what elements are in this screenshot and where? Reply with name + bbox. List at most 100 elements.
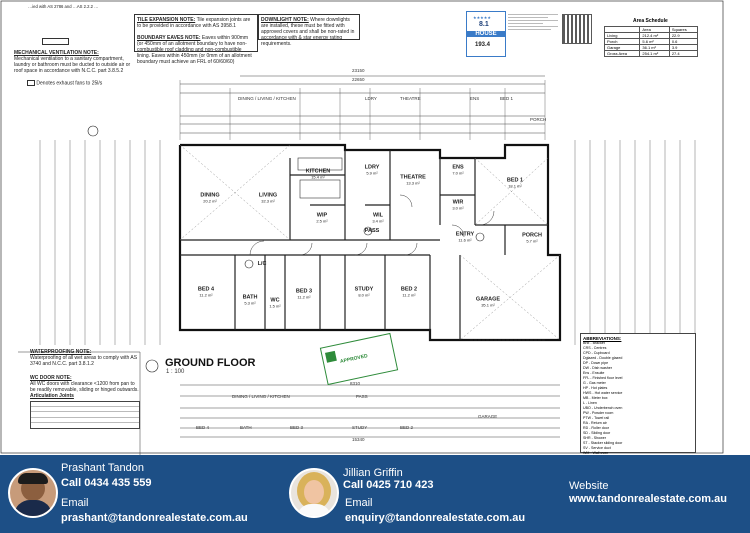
waterproof-title: WATERPROOFING NOTE: [30,349,92,355]
joints-table [30,401,140,429]
room-name: GARAGE [475,296,501,303]
abbreviation-item: FFL - Finished floor level [583,376,623,380]
room-area: 15.4 m² [311,174,325,180]
boundary-note-body: Eaves within 900mm (or 450mm of an allot… [137,35,252,65]
energy-rating-value: 8.1 [479,21,489,28]
room-name: ENS [452,164,464,171]
bottom-label-pass: PASS [356,394,368,399]
certificate-text-block [508,12,558,52]
room-area: 11.2 m² [297,294,311,300]
room-area: 11.2 m² [402,292,416,298]
stamp-icon [324,350,337,363]
room-name: KITCHEN [305,168,331,175]
bottom-label-bed2: BED 2 [400,425,414,430]
exhaust-fan-note: Denotes exhaust fans to 25l/s [27,80,137,86]
abbreviation-item: MB - Meter box [583,396,608,400]
abbreviation-item: RD - Roller door [583,426,609,430]
floor-plan-drawing [0,0,724,455]
room-name: BATH [242,294,258,301]
downlight-note-body: Where downlights are installed, these mu… [261,17,355,47]
mechanical-ventilation-note: MECHANICAL VENTILATION NOTE: Mechanical … [14,50,134,74]
abbreviation-item: PW - Powder room [583,411,614,415]
agent1-email-label: Email [61,497,89,509]
abbreviation-item: L - Linen [583,401,597,405]
stamp-text: APPROVED [339,353,369,365]
agent2-phone[interactable]: Call 0425 710 423 [343,479,434,491]
tile-note-body: Tile expansion joints are to be provided… [137,17,251,29]
energy-rating-badge: ★★★★★ 8.1 HOUSE 193.4 [466,11,506,57]
abbreviation-item: RA - Return air [583,421,607,425]
downlight-note-title: DOWNLIGHT NOTE: [261,17,309,23]
bottom-label-study: STUDY [352,425,368,430]
area-cell: 27.4 [668,50,699,57]
room-name: BED 2 [400,286,418,293]
top-label-theatre: THEATRE [400,96,421,101]
floor-plan-sheet: …ied with AS 2786 and …AS 2.2.2 … MECHAN… [0,0,724,460]
agent1-phone[interactable]: Call 0434 435 559 [61,477,152,489]
abbreviation-item: HWS - Hot water service [583,391,623,395]
overall-dimension-top: 22650 [352,77,365,82]
abbreviation-item: SHR - Shower [583,436,606,440]
room-name: BED 3 [295,288,313,295]
room-name: WIL [372,212,384,219]
room-lc: L/C [258,261,267,267]
room-area: 5.3 m² [244,300,256,306]
room-name: THEATRE [400,174,426,181]
abbreviation-item: ST - Stacker sliding door [583,441,623,445]
abbreviation-item: Dglazed - Double glazed [583,356,623,360]
plan-scale: 1 : 100 [166,369,185,375]
room-name: WIR [452,199,464,206]
waterproof-body: Waterproofing of all wet areas to comply… [30,355,138,367]
agent2-email-label: Email [345,497,373,509]
abbreviation-item: SV - Service duct [583,446,611,450]
website-label: Website [569,480,609,492]
abbreviations-title: ABBREVIATIONS: [583,336,622,341]
agent2-email[interactable]: enquiry@tandonrealestate.com.au [345,512,526,524]
top-label-ens: ENS [470,96,480,101]
room-area: 5.9 m² [366,170,378,176]
abbreviation-item: PTW - Towel rail [583,416,610,420]
exhaust-fan-text: Denotes exhaust fans to 25l/s [36,80,103,87]
room-name: WIP [316,212,328,219]
abbreviation-item: SD - Sliding door [583,431,611,435]
room-area: 18.1 m² [508,183,522,189]
note-frame [42,38,69,45]
top-label-bed1: BED 1 [500,96,514,101]
abbreviation-item: WM - Wall oven [583,451,609,455]
room-name: ENTRY [455,231,475,238]
abbreviation-item: Brkt - Bracket [583,341,605,345]
room-area: 8.0 m² [358,292,370,298]
room-pass: PASS [365,228,380,234]
room-area: 11.2 m² [199,292,213,298]
room-name: BED 1 [506,177,524,184]
articulation-joints: Articulation Joints [30,393,140,429]
overall-dimension-top2: 23150 [352,68,365,73]
tile-note-title: TILE EXPANSION NOTE: [137,17,196,23]
room-area: 5.7 m² [526,238,538,244]
avatar-hair [18,473,48,484]
qr-code-icon [562,14,592,44]
room-name: PASS [364,228,380,234]
room-area: 32.3 m² [261,198,275,204]
room-area: 11.6 m² [458,237,472,243]
downlight-note: DOWNLIGHT NOTE: Where downlights are ins… [258,14,360,47]
website-link[interactable]: www.tandonrealestate.com.au [569,493,727,505]
abbreviation-item: Ens - Ensuite [583,371,605,375]
agent1-email[interactable]: prashant@tandonrealestate.com.au [61,512,248,524]
